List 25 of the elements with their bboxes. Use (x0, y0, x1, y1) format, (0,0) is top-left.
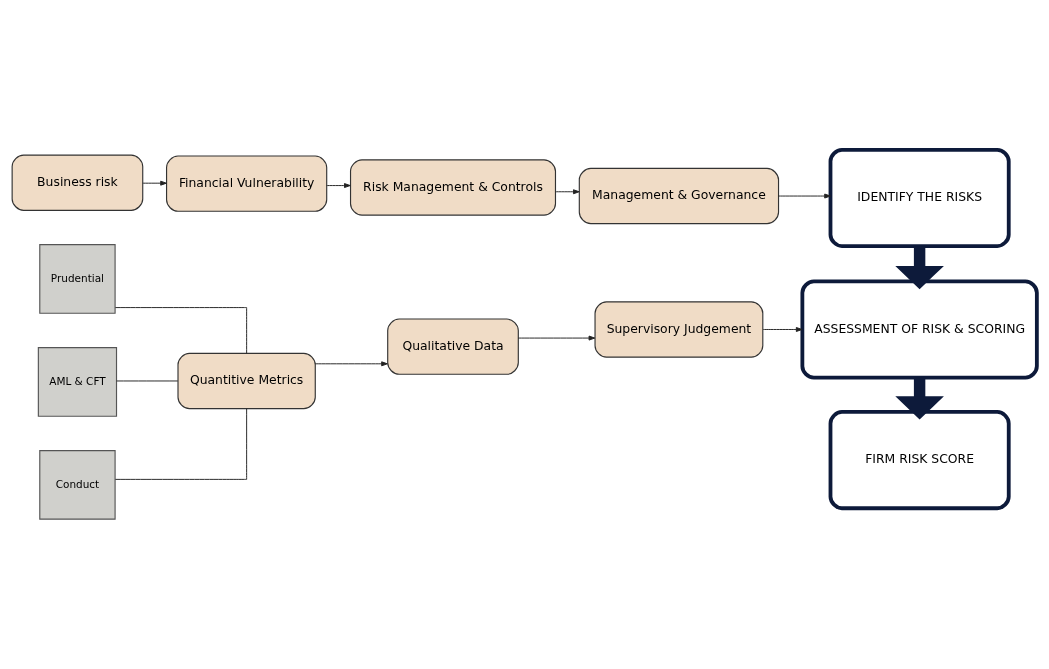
arrow (142, 180, 167, 186)
node-box: Management & Governance (578, 167, 780, 225)
node-box: ASSESSMENT OF RISK & SCORING (800, 279, 1039, 380)
node-box: FIRM RISK SCORE (828, 410, 1011, 511)
node-box: Business risk (11, 154, 144, 211)
node-box: Supervisory Judgement (594, 301, 764, 358)
arrow (314, 361, 388, 367)
arrow (895, 246, 944, 290)
arrow (326, 183, 351, 189)
node-box: Risk Management & Controls (349, 159, 557, 216)
node-box: IDENTIFY THE RISKS (828, 147, 1011, 248)
arrow (778, 193, 831, 199)
node-box: Prudential (39, 244, 116, 314)
node-box: AML & CFT (37, 347, 118, 417)
arrow (895, 377, 944, 420)
node-box: Quantitive Metrics (177, 352, 316, 410)
node-box: Financial Vulnerability (166, 155, 328, 212)
arrow (517, 335, 596, 341)
arrow (555, 189, 580, 195)
connector (114, 408, 248, 480)
arrow (762, 327, 803, 332)
connector (116, 380, 179, 382)
connector (114, 307, 248, 354)
node-box: Qualitative Data (387, 318, 519, 375)
node-box: Conduct (39, 450, 116, 520)
